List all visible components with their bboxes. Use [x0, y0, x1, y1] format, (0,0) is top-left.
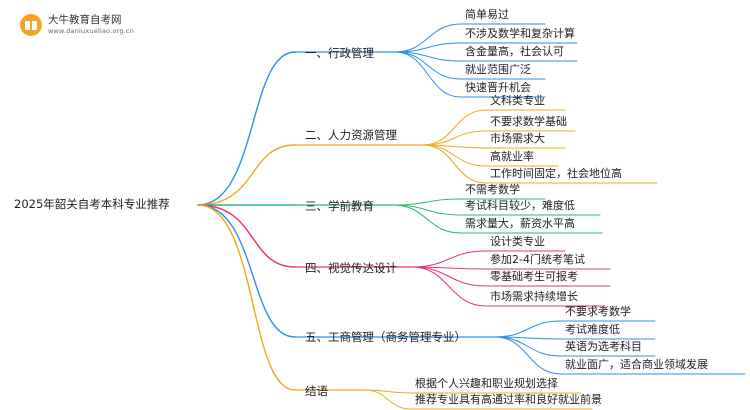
leaf-link: [494, 336, 562, 357]
leaf-topic: 需求量大，薪资水平高: [465, 217, 575, 230]
leaf-topic: 考试难度低: [565, 323, 620, 336]
logo-title: 大牛教育自考网: [48, 14, 122, 26]
branch-topic: 四、视觉传达设计: [305, 261, 397, 275]
leaf-link: [422, 144, 487, 184]
leaf-topic: 就业面广，适合商业领域发展: [565, 358, 708, 371]
book-icon: [20, 14, 42, 36]
leaf-link: [392, 204, 462, 234]
leaf-topic: 不要求考数学: [565, 305, 631, 318]
leaf-topic: 英语为选考科目: [565, 340, 642, 353]
branch-topic: 五、工商管理（商务管理专业）: [305, 330, 466, 344]
leaf-topic: 不需考数学: [465, 183, 520, 196]
leaf-topic: 参加2-4门统考笔试: [490, 253, 585, 266]
leaf-link: [422, 130, 487, 146]
leaf-topic: 考试科目较少，难度低: [465, 199, 575, 212]
leaf-topic: 高就业率: [490, 150, 534, 163]
leaf-link: [411, 266, 487, 307]
leaf-link: [394, 42, 462, 53]
branch-link: [197, 144, 296, 206]
leaf-topic: 零基础考生可报考: [490, 270, 578, 283]
leaf-link: [494, 336, 562, 375]
branch-topic: 二、人力资源管理: [305, 128, 397, 142]
leaf-topic: 推荐专业具有高通过率和良好就业前景: [415, 393, 602, 406]
branch-topic: 三、学前教育: [305, 199, 374, 213]
leaf-link: [392, 198, 462, 206]
leaf-topic: 根据个人兴趣和职业规划选择: [415, 377, 558, 390]
leaf-topic: 含金量高，社会认可: [465, 45, 564, 58]
branch-link: [197, 51, 296, 206]
leaf-link: [411, 250, 487, 268]
leaf-topic: 不涉及数学和复杂计算: [465, 27, 575, 40]
leaf-topic: 市场需求大: [490, 132, 545, 145]
leaf-link: [392, 204, 462, 216]
leaf-topic: 就业范围广泛: [465, 63, 531, 76]
leaf-link: [364, 389, 412, 410]
branch-topic: 一、行政管理: [305, 46, 374, 60]
leaf-topic: 市场需求持续增长: [490, 290, 578, 303]
logo-url: www.daniuxueliao.org.cn: [48, 27, 135, 35]
logo-text: 大牛教育自考网 www.daniuxueliao.org.cn: [48, 14, 134, 36]
logo: 大牛教育自考网 www.daniuxueliao.org.cn: [20, 14, 134, 36]
leaf-link: [411, 266, 487, 287]
branch-topic: 结语: [305, 384, 328, 398]
branch-link: [197, 204, 296, 268]
branch-link: [197, 204, 296, 391]
leaf-topic: 文科类专业: [490, 94, 545, 107]
leaf-link: [494, 320, 562, 338]
leaf-topic: 简单易过: [465, 8, 509, 21]
root-topic: 2025年韶关自考本科专业推荐: [14, 197, 170, 211]
branch-link: [197, 204, 296, 338]
leaf-link: [394, 51, 462, 98]
leaf-topic: 工作时间固定，社会地位高: [490, 167, 622, 180]
leaf-link: [394, 51, 462, 80]
leaf-link: [422, 109, 487, 146]
leaf-topic: 快速晋升机会: [465, 81, 531, 94]
leaf-topic: 不要求数学基础: [490, 115, 567, 128]
leaf-topic: 设计类专业: [490, 235, 545, 248]
